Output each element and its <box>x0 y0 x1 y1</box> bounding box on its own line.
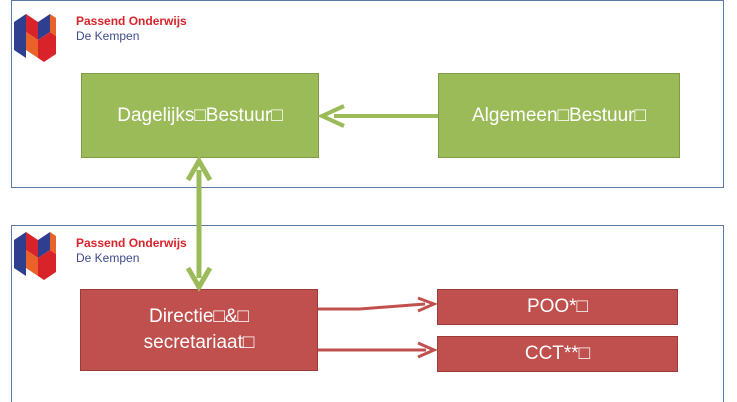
dagelijks-bestuur-box: Dagelijks□Bestuur□ <box>81 73 319 158</box>
directie-label-line2: secretariaat□ <box>143 332 255 353</box>
cct-box: CCT**□ <box>437 336 678 372</box>
algemeen-bestuur-label: Algemeen□Bestuur□ <box>472 104 646 126</box>
cct-label: CCT**□ <box>524 343 591 364</box>
poo-label: POO*□ <box>526 296 589 317</box>
organization-subtitle: De Kempen <box>76 251 140 265</box>
dagelijks-bestuur-label: Dagelijks□Bestuur□ <box>117 104 283 126</box>
passend-onderwijs-logo-icon <box>14 14 56 62</box>
organization-name: Passend Onderwijs <box>76 14 187 28</box>
directie-secretariaat-box: Directie□&□ secretariaat□ <box>80 289 318 371</box>
organization-subtitle: De Kempen <box>76 29 140 43</box>
organization-name: Passend Onderwijs <box>76 236 187 250</box>
passend-onderwijs-logo-icon <box>14 232 56 280</box>
directie-label-line1: Directie□&□ <box>148 306 250 327</box>
logo-text-bottom: Passend Onderwijs De Kempen <box>76 236 187 266</box>
poo-box: POO*□ <box>437 289 678 325</box>
algemeen-bestuur-box: Algemeen□Bestuur□ <box>438 73 680 158</box>
logo-text-top: Passend Onderwijs De Kempen <box>76 14 187 44</box>
